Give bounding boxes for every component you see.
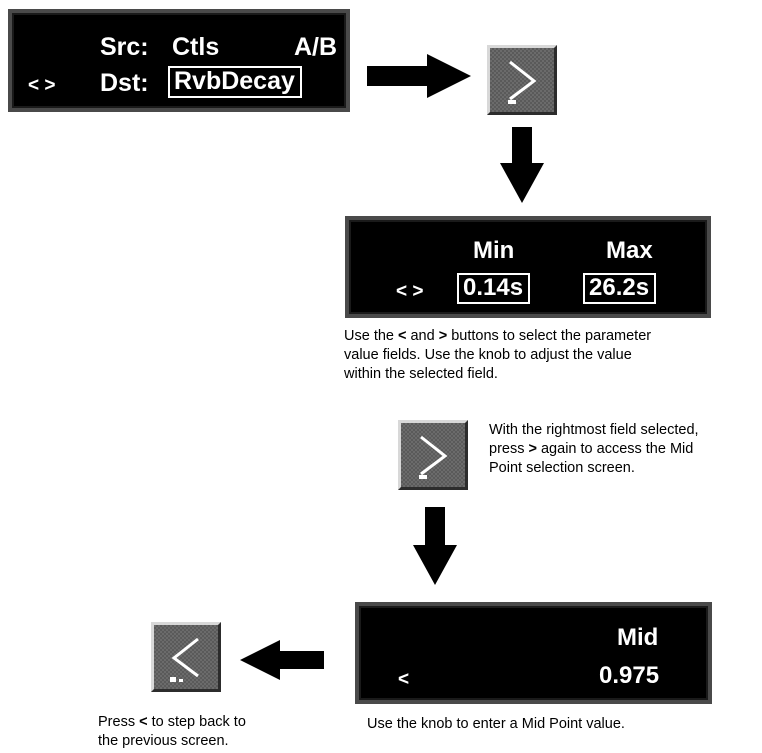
- block-arrow-icon: [240, 640, 324, 680]
- caption-select-fields: Use the < and > buttons to select the pa…: [344, 328, 652, 382]
- caption-step-back: Press < to step back to the previous scr…: [98, 714, 246, 749]
- block-arrow-icon: [367, 54, 471, 98]
- max-label: Max: [606, 237, 653, 264]
- ab-label: A/B: [294, 33, 338, 61]
- mid-value: 0.975: [599, 662, 660, 689]
- caption-rightmost-field: With the rightmost field selected, press…: [489, 422, 699, 476]
- lcd-screen-src-dst: Src: Ctls A/B < > Dst: RvbDecay: [8, 9, 350, 112]
- next-button[interactable]: [487, 45, 557, 115]
- caption-mid-point: Use the knob to enter a Mid Point value.: [367, 716, 625, 732]
- lcd-screen-mid: Mid < 0.975: [355, 602, 712, 704]
- nav-arrow-back: <: [398, 669, 410, 690]
- max-value-field[interactable]: 26.2s: [582, 273, 657, 304]
- next-button[interactable]: [398, 420, 468, 490]
- mid-label: Mid: [617, 624, 659, 651]
- nav-arrows: < >: [28, 75, 56, 96]
- min-value-field[interactable]: 0.14s: [456, 273, 531, 304]
- right-chevron-icon: [419, 435, 448, 479]
- dst-label: Dst:: [100, 69, 149, 97]
- src-value: Ctls: [172, 33, 220, 61]
- nav-arrows: < >: [396, 281, 424, 302]
- left-chevron-icon: [170, 637, 199, 682]
- block-arrow-icon: [500, 127, 544, 203]
- block-arrow-icon: [413, 507, 457, 585]
- dst-value-field[interactable]: RvbDecay: [168, 66, 302, 98]
- right-chevron-icon: [508, 60, 537, 104]
- back-button[interactable]: [151, 622, 221, 692]
- src-label: Src:: [100, 33, 149, 61]
- min-label: Min: [473, 237, 515, 264]
- lcd-screen-min-max: Min Max < > 0.14s 26.2s: [345, 216, 711, 318]
